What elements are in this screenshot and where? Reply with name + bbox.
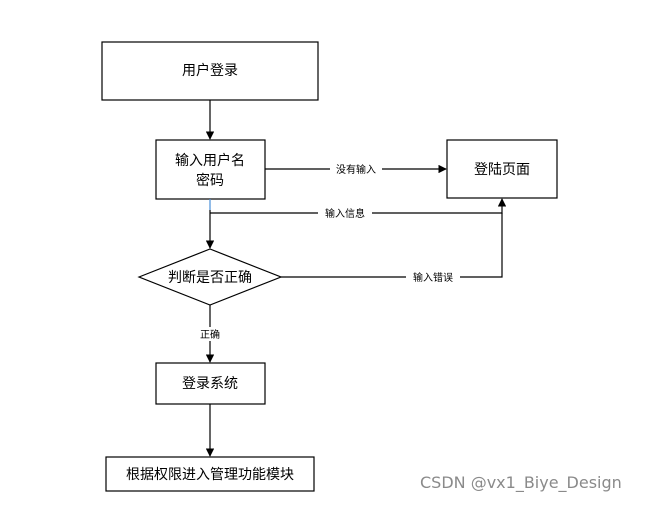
node-input-credentials-line1: 输入用户名 (175, 152, 245, 169)
edge-judge-to-login-page (281, 213, 503, 278)
node-input-credentials-line2: 密码 (196, 172, 224, 189)
node-login-system-label: 登录系统 (182, 376, 238, 392)
node-judge-diamond: 判断是否正确 (137, 248, 283, 306)
node-judge-label: 判断是否正确 (168, 270, 252, 286)
node-login-system: 登录系统 (155, 362, 266, 405)
node-login-page: 登陆页面 (446, 139, 558, 199)
node-management-modules-label: 根据权限进入管理功能模块 (126, 467, 294, 483)
node-user-login: 用户登录 (101, 41, 319, 101)
edge-label-input-error: 输入错误 (413, 271, 453, 284)
edge-label-no-input: 没有输入 (336, 163, 376, 176)
edge-label-correct: 正确 (200, 328, 220, 341)
edge-label-input-info: 输入信息 (325, 207, 365, 220)
node-management-modules: 根据权限进入管理功能模块 (105, 456, 315, 492)
node-user-login-label: 用户登录 (182, 62, 238, 79)
node-login-page-label: 登陆页面 (474, 162, 530, 178)
node-input-credentials: 输入用户名 密码 (155, 139, 266, 200)
csdn-watermark: CSDN @vx1_Biye_Design (420, 473, 622, 492)
